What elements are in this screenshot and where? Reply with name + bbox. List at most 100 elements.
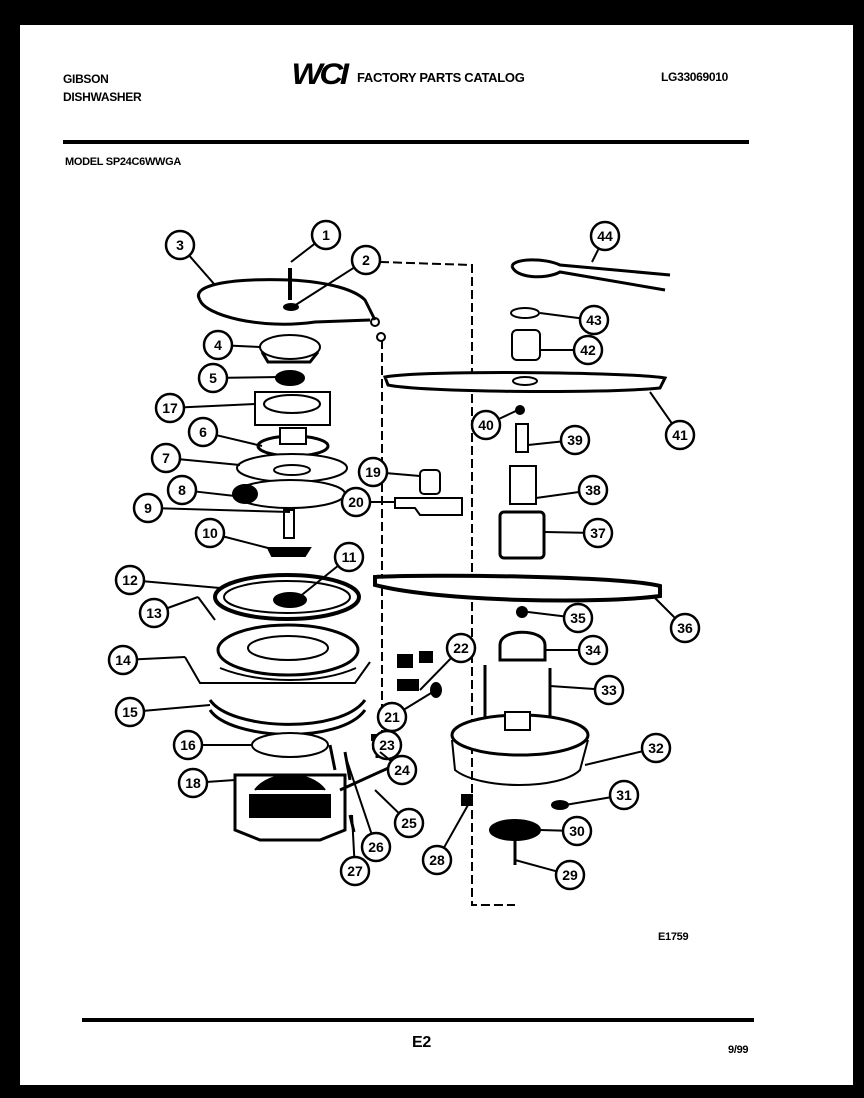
callout-number: 32: [648, 740, 664, 756]
callout-circle: [589, 220, 621, 252]
callout-leader-line: [374, 789, 399, 814]
part-37-cylinder: [498, 510, 546, 560]
callout-circle: [177, 767, 209, 799]
part-36-lower-spray-arm: [373, 573, 662, 603]
callout-circle: [132, 492, 164, 524]
callout-number: 36: [677, 620, 693, 636]
callout-number: 26: [368, 839, 384, 855]
callout-circle: [202, 329, 234, 361]
callout-number: 18: [185, 775, 201, 791]
callout-circle: [194, 517, 226, 549]
callout-number: 15: [122, 704, 138, 720]
callout-number: 16: [180, 737, 196, 753]
callout-leader-line: [499, 409, 519, 420]
part-12-gasket: [213, 573, 361, 621]
callout-circle: [669, 612, 701, 644]
callout-circle: [554, 859, 586, 891]
page-number: E2: [412, 1034, 431, 1051]
callout-number: 21: [384, 709, 400, 725]
part-3-heater-wire: [197, 278, 377, 326]
callout-leader-line: [217, 434, 263, 447]
callout-leader-line: [535, 491, 579, 499]
part-8-block: [232, 484, 258, 504]
callout-leader-line: [232, 344, 261, 348]
callout-leader-line: [549, 685, 595, 690]
part-3-terminal: [376, 332, 386, 342]
callout-circle: [561, 815, 593, 847]
part-21-clip: [397, 679, 419, 691]
part-17-bracket: [254, 391, 331, 426]
callout-leader-line: [293, 267, 354, 307]
callout-circle: [578, 304, 610, 336]
callout-leader-line: [539, 829, 563, 832]
callout-number: 12: [122, 572, 138, 588]
callout-circle: [340, 486, 372, 518]
callout-number: 7: [162, 450, 170, 466]
part-18-cap: [254, 774, 326, 791]
callout-leader-line: [539, 312, 580, 320]
part-11-nut: [273, 592, 307, 608]
callout-circle: [386, 754, 418, 786]
callout-number: 23: [379, 737, 395, 753]
part-10-impeller: [266, 547, 312, 557]
part-13-screw: [197, 596, 216, 621]
callout-number: 8: [178, 482, 186, 498]
part-43-seal: [510, 307, 540, 319]
part-9-shaft: [283, 509, 295, 539]
catalog-title: FACTORY PARTS CATALOG: [357, 70, 525, 85]
callout-number: 11: [342, 549, 357, 565]
callout-leader-line: [527, 440, 561, 446]
callout-leader-line: [167, 596, 199, 609]
callout-circle: [107, 644, 139, 676]
callout-circle: [114, 564, 146, 596]
callout-number: 19: [365, 464, 381, 480]
parts-drawing: [184, 258, 671, 906]
callout-number: 10: [202, 525, 218, 541]
callout-number: 9: [144, 500, 152, 516]
part-14-body: [184, 656, 371, 684]
callout-leader-line: [544, 531, 584, 534]
footer-divider: [82, 1018, 754, 1022]
callout-leader-line: [649, 391, 673, 424]
part-12-inner: [223, 580, 351, 614]
callout-number: 38: [585, 482, 601, 498]
callout-leader-line: [180, 458, 241, 466]
callout-leader-line: [419, 658, 452, 691]
callout-number: 22: [453, 640, 469, 656]
callout-leader-line: [144, 704, 211, 712]
callout-number: 28: [429, 852, 445, 868]
model-label: MODEL SP24C6WWGA: [65, 156, 182, 168]
callout-circle: [138, 597, 170, 629]
catalog-page: [20, 25, 853, 1085]
callout-leader-line: [162, 507, 291, 513]
callout-leader-line: [351, 814, 356, 857]
callout-circle: [572, 334, 604, 366]
callout-circle: [445, 632, 477, 664]
part-41-hole: [512, 376, 538, 386]
part-42-hub: [511, 329, 541, 361]
part-4-cap: [259, 334, 321, 360]
product-label: DISHWASHER: [63, 90, 142, 104]
catalog-number: LG33069010: [661, 70, 729, 84]
callout-leader-line: [224, 535, 269, 549]
callout-circle: [164, 229, 196, 261]
callout-number: 29: [562, 867, 578, 883]
part-16-disc: [251, 732, 329, 758]
part-22-clip: [397, 654, 413, 668]
part-17-ring: [263, 394, 321, 414]
callout-circle: [360, 831, 392, 863]
callout-circle: [172, 729, 204, 761]
part-39-tube: [515, 423, 529, 453]
part-32-body: [451, 739, 589, 786]
part-15-ring: [208, 699, 367, 736]
callout-number: 17: [162, 400, 178, 416]
callout-leader-line: [514, 859, 556, 873]
callout-number: 33: [601, 682, 617, 698]
callout-group: 1234517678910192011121314151618212223242…: [107, 219, 701, 891]
wci-logo: WCI: [291, 58, 350, 91]
part-33-bolts: [483, 665, 552, 720]
callout-circle: [470, 409, 502, 441]
callout-leader-line: [290, 243, 315, 263]
part-30-impeller: [489, 819, 541, 841]
callout-circle: [421, 844, 453, 876]
